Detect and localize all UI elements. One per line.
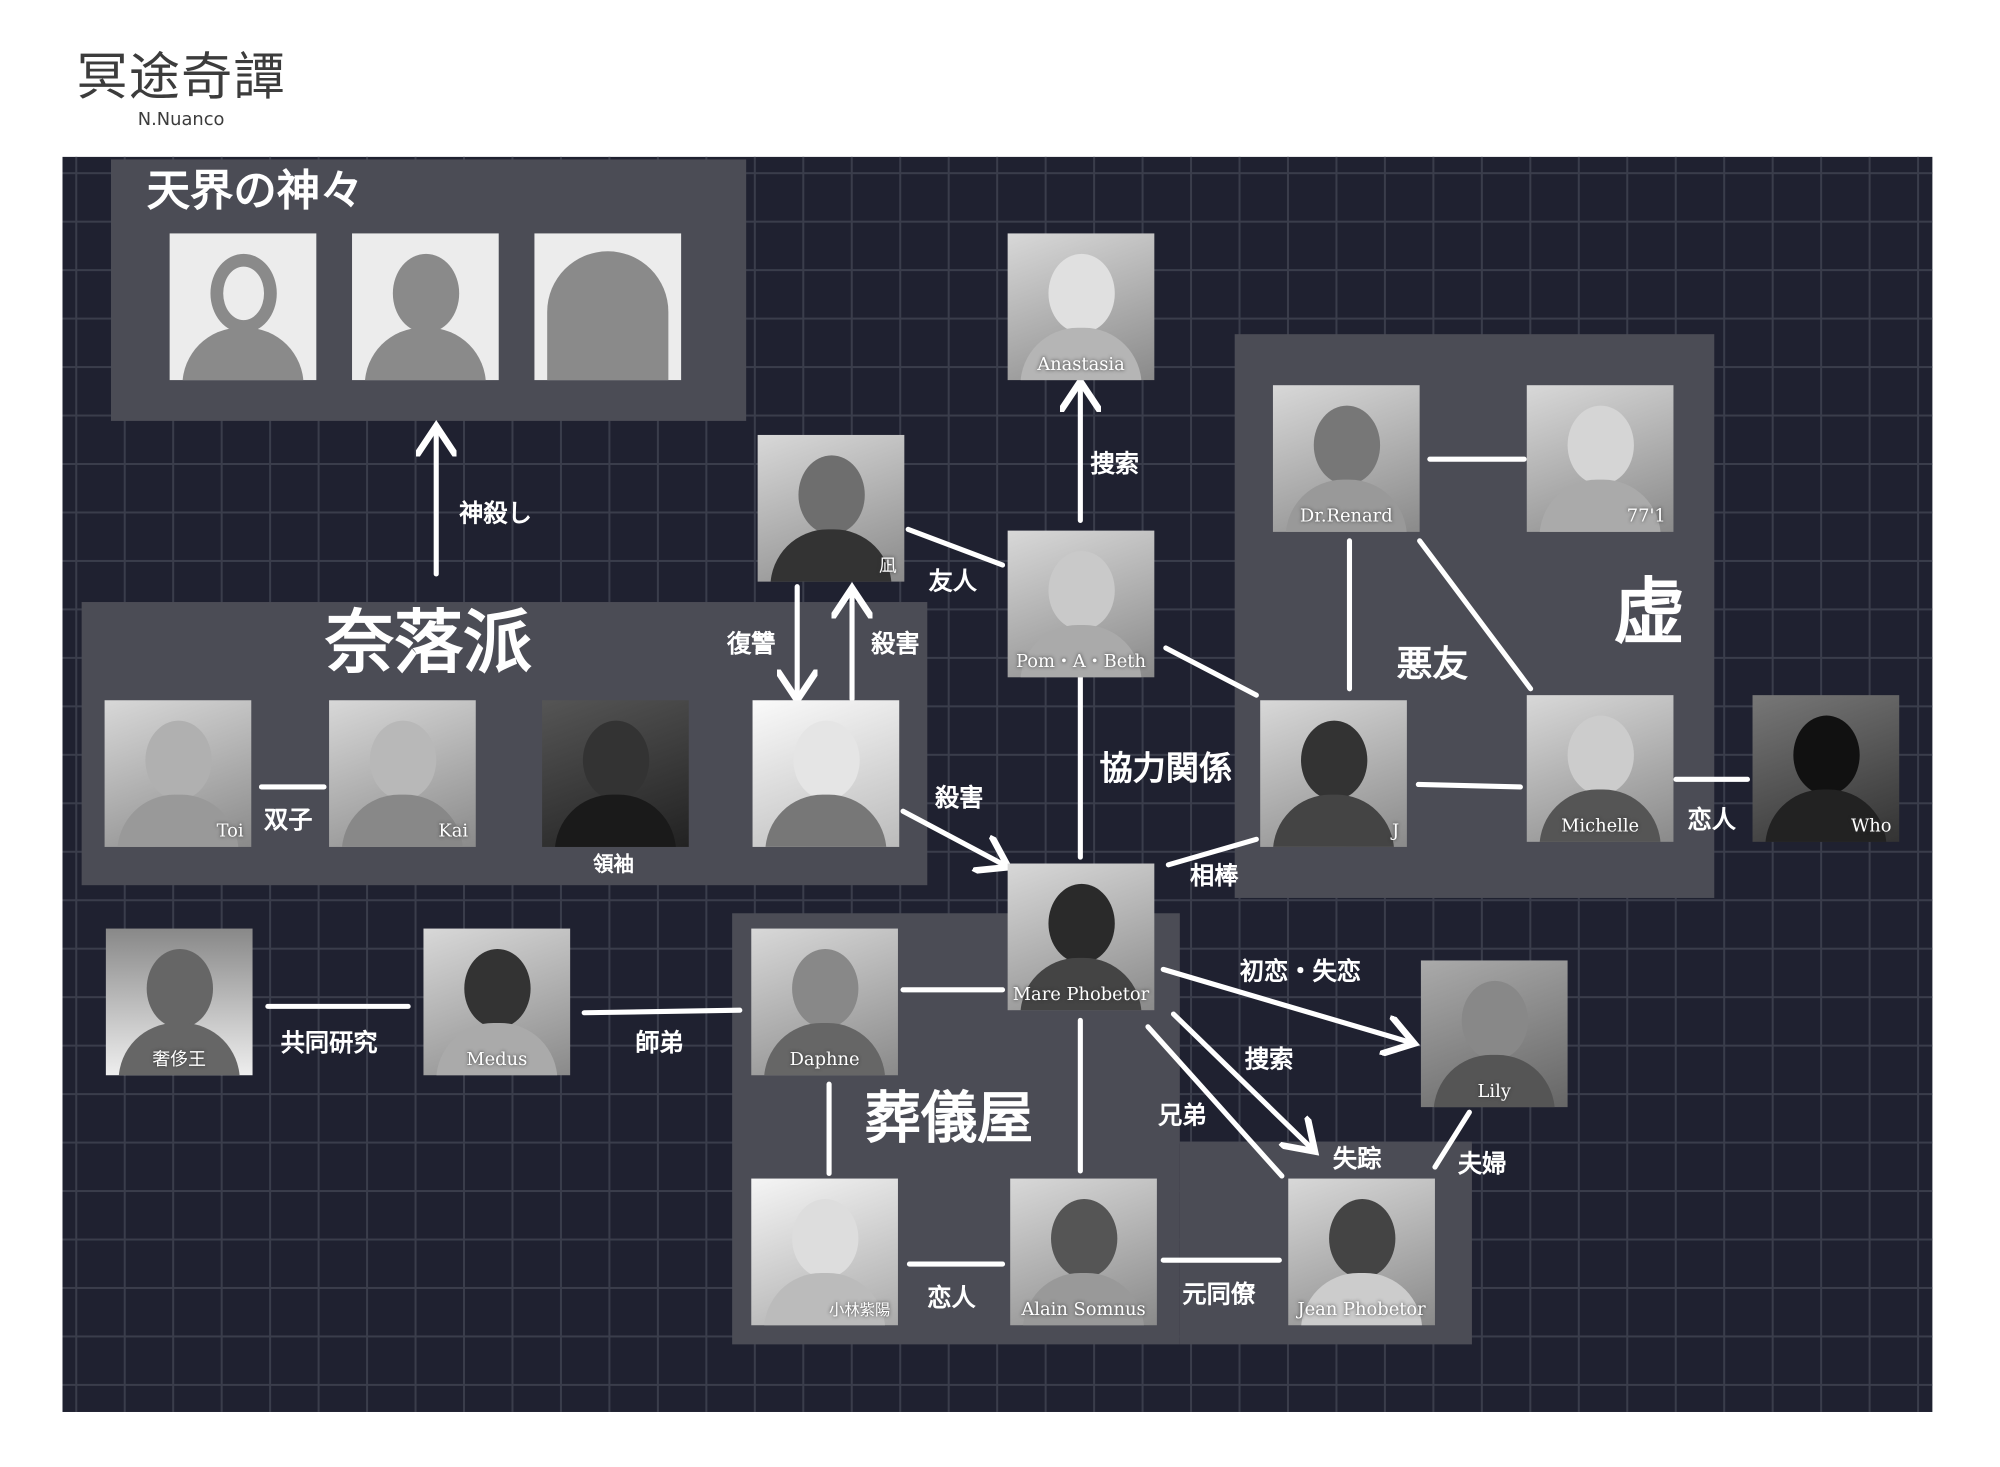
relation-label-cooperate: 協力関係 — [1099, 749, 1233, 789]
group-title-kyo: 虚 — [1613, 570, 1685, 655]
avatar-god-1 — [169, 233, 317, 381]
relation-label-kill-mare: 殺害 — [934, 784, 984, 813]
avatar-god-2 — [352, 233, 499, 381]
avatar-michelle: Michelle — [1526, 695, 1674, 842]
logo-title: 冥途奇譚 — [76, 48, 286, 108]
name-toi: Toi — [216, 821, 244, 842]
avatar-j: J — [1260, 700, 1407, 847]
avatar-771: 77'1 — [1526, 385, 1674, 532]
line-brothers — [1145, 1024, 1285, 1179]
name-kai: Kai — [438, 821, 469, 842]
name-pom: Pom・A・Beth — [1015, 651, 1146, 673]
name-j: J — [1392, 821, 1400, 842]
name-kobayashi: 小林紫陽 — [829, 1301, 891, 1319]
relation-label-lovers-who: 恋人 — [1687, 806, 1736, 835]
name-lily: Lily — [1477, 1081, 1511, 1103]
relation-label-firstlove: 初恋・失恋 — [1239, 957, 1361, 986]
line-married — [1432, 1109, 1472, 1170]
line-j-michelle — [1415, 781, 1523, 790]
label-leader: 領袖 — [593, 852, 634, 877]
name-771: 77'1 — [1626, 506, 1666, 527]
line-pom-j — [1163, 645, 1259, 698]
relation-label-badfriend: 悪友 — [1396, 642, 1469, 685]
name-alain: Alain Somnus — [1021, 1299, 1146, 1321]
group-title-naraku: 奈落派 — [325, 600, 532, 683]
relation-label-friend: 友人 — [928, 567, 978, 596]
arrow-kill-mare — [900, 808, 1004, 865]
arrow-search-jean — [1170, 1011, 1311, 1148]
avatar-daphne: Daphne — [751, 928, 898, 1076]
group-title-funeral: 葬儀屋 — [864, 1086, 1034, 1152]
avatar-lily: Lily — [1420, 960, 1568, 1108]
avatar-who: Who — [1752, 695, 1900, 842]
name-daphne: Daphne — [789, 1049, 860, 1071]
name-who: Who — [1850, 816, 1892, 837]
avatar-alain-somnus: Alain Somnus — [1010, 1178, 1157, 1326]
avatar-jean-phobetor: Jean Phobetor — [1288, 1178, 1435, 1326]
relation-label-godkill: 神殺し — [459, 499, 532, 529]
relation-label-master: 師弟 — [635, 1029, 684, 1058]
name-mare: Mare Phobetor — [1012, 984, 1150, 1006]
avatar-kobayashi: 小林紫陽 — [751, 1178, 898, 1326]
line-master — [581, 1007, 743, 1016]
avatar-leader — [542, 700, 689, 847]
avatar-shashi: 奢侈王 — [105, 928, 253, 1076]
arrow-firstlove — [1160, 966, 1409, 1042]
avatar-kai: Kai — [329, 700, 476, 847]
logo-subtitle: N.Nuanco — [137, 109, 225, 131]
relation-label-research: 共同研究 — [280, 1029, 378, 1058]
name-medus: Medus — [466, 1049, 528, 1071]
group-title-heaven: 天界の神々 — [146, 165, 364, 217]
avatar-god-3 — [534, 233, 682, 381]
avatar-nagi: 凪 — [757, 434, 905, 582]
name-nagi: 凪 — [878, 556, 897, 577]
name-renard: Dr.Renard — [1299, 506, 1393, 527]
relation-label-missing: 失踪 — [1332, 1145, 1382, 1174]
relation-label-search-jean: 捜索 — [1244, 1045, 1294, 1074]
name-jean: Jean Phobetor — [1297, 1299, 1426, 1321]
name-michelle: Michelle — [1561, 816, 1640, 837]
line-partner — [1165, 836, 1259, 868]
avatar-pom: Pom・A・Beth — [1007, 530, 1155, 678]
avatar-unnamed-white-hat — [752, 700, 900, 847]
avatar-mare-phobetor: Mare Phobetor — [1007, 863, 1155, 1011]
relation-label-excolleague: 元同僚 — [1182, 1280, 1256, 1309]
relation-label-twins: 双子 — [264, 806, 313, 835]
relation-label-married: 夫婦 — [1457, 1150, 1507, 1179]
avatar-anastasia: Anastasia — [1007, 233, 1155, 381]
name-anastasia: Anastasia — [1037, 354, 1125, 375]
relation-label-brothers: 兄弟 — [1158, 1102, 1207, 1131]
line-renard-michelle — [1417, 538, 1534, 692]
relation-label-revenge: 復讐 — [727, 630, 776, 659]
avatar-medus: Medus — [423, 928, 571, 1076]
relation-label-lovers: 恋人 — [927, 1284, 976, 1313]
avatar-toi: Toi — [104, 700, 252, 847]
relation-label-kill-nagi: 殺害 — [871, 630, 920, 659]
name-shashi: 奢侈王 — [152, 1049, 206, 1071]
avatar-dr-renard: Dr.Renard — [1272, 385, 1420, 532]
relation-label-partner: 相棒 — [1190, 862, 1239, 891]
line-friend — [905, 526, 1006, 568]
relation-label-search-anastasia: 捜索 — [1090, 450, 1140, 479]
